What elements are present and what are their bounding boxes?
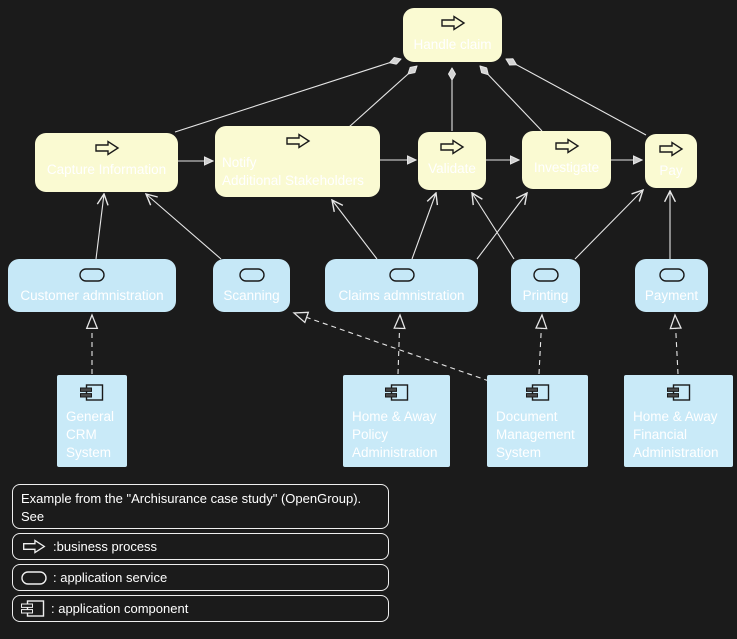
application-service-icon (532, 268, 559, 282)
node-pay[interactable]: Pay (645, 134, 697, 188)
business-process-icon (554, 138, 580, 154)
node-label: Validate (428, 161, 476, 176)
node-label: Investigate (533, 160, 600, 175)
application-component-icon (525, 384, 550, 401)
node-label: Notify Additional Stakeholders (222, 154, 364, 188)
application-component-icon (384, 384, 409, 401)
legend-item-application-service: : application service (12, 564, 389, 591)
business-process-icon (658, 141, 684, 157)
node-general-crm-system[interactable]: General CRM System (57, 375, 127, 467)
legend-item-application-component: : application component (12, 595, 389, 622)
node-label: Home & Away Financial Administration (633, 409, 719, 461)
node-label: Home & Away Policy Administration (352, 409, 438, 461)
node-capture-information[interactable]: Capture Information (35, 133, 178, 192)
node-home-away-financial-administration[interactable]: Home & Away Financial Administration (624, 375, 733, 467)
node-label: Claims admnistration (338, 288, 465, 303)
business-process-icon (440, 15, 466, 31)
node-home-away-policy-administration[interactable]: Home & Away Policy Administration (343, 375, 450, 467)
node-label: Document Management System (496, 409, 575, 461)
legend-item-label: : application service (53, 570, 168, 585)
node-document-management-system[interactable]: Document Management System (487, 375, 588, 467)
legend-item-label: :business process (53, 539, 158, 554)
node-scanning[interactable]: Scanning (213, 259, 290, 312)
application-service-icon (21, 570, 47, 585)
application-component-icon (80, 384, 104, 401)
node-investigate[interactable]: Investigate (522, 131, 611, 189)
node-handle-claim[interactable]: Handle claim (403, 8, 502, 62)
application-component-icon (21, 600, 45, 617)
node-label: Pay (659, 163, 683, 178)
node-label: Payment (644, 288, 699, 303)
node-label: General CRM System (66, 409, 115, 461)
node-printing[interactable]: Printing (511, 259, 580, 312)
application-service-icon (79, 268, 105, 282)
node-notify-additional-stakeholders[interactable]: Notify Additional Stakeholders (215, 126, 380, 197)
node-label: Printing (522, 288, 569, 303)
node-validate[interactable]: Validate (418, 132, 486, 190)
business-process-icon (285, 133, 311, 149)
node-customer-administration[interactable]: Customer admnistration (8, 259, 176, 312)
application-service-icon (388, 268, 415, 282)
application-service-icon (238, 268, 265, 282)
node-label: Capture Information (46, 162, 167, 177)
business-process-icon (94, 140, 120, 156)
node-label: Scanning (223, 288, 280, 303)
legend-title: Example from the "Archisurance case stud… (12, 484, 389, 529)
legend-item-business-process: :business process (12, 533, 389, 560)
node-claims-administration[interactable]: Claims admnistration (325, 259, 478, 312)
legend-item-label: : application component (51, 601, 189, 616)
node-label: Customer admnistration (20, 288, 164, 303)
node-payment[interactable]: Payment (635, 259, 708, 312)
business-process-icon (21, 539, 47, 554)
application-component-icon (666, 384, 691, 401)
node-label: Handle claim (413, 37, 492, 52)
legend: Example from the "Archisurance case stud… (12, 484, 389, 626)
application-service-icon (658, 268, 685, 282)
business-process-icon (439, 139, 465, 155)
